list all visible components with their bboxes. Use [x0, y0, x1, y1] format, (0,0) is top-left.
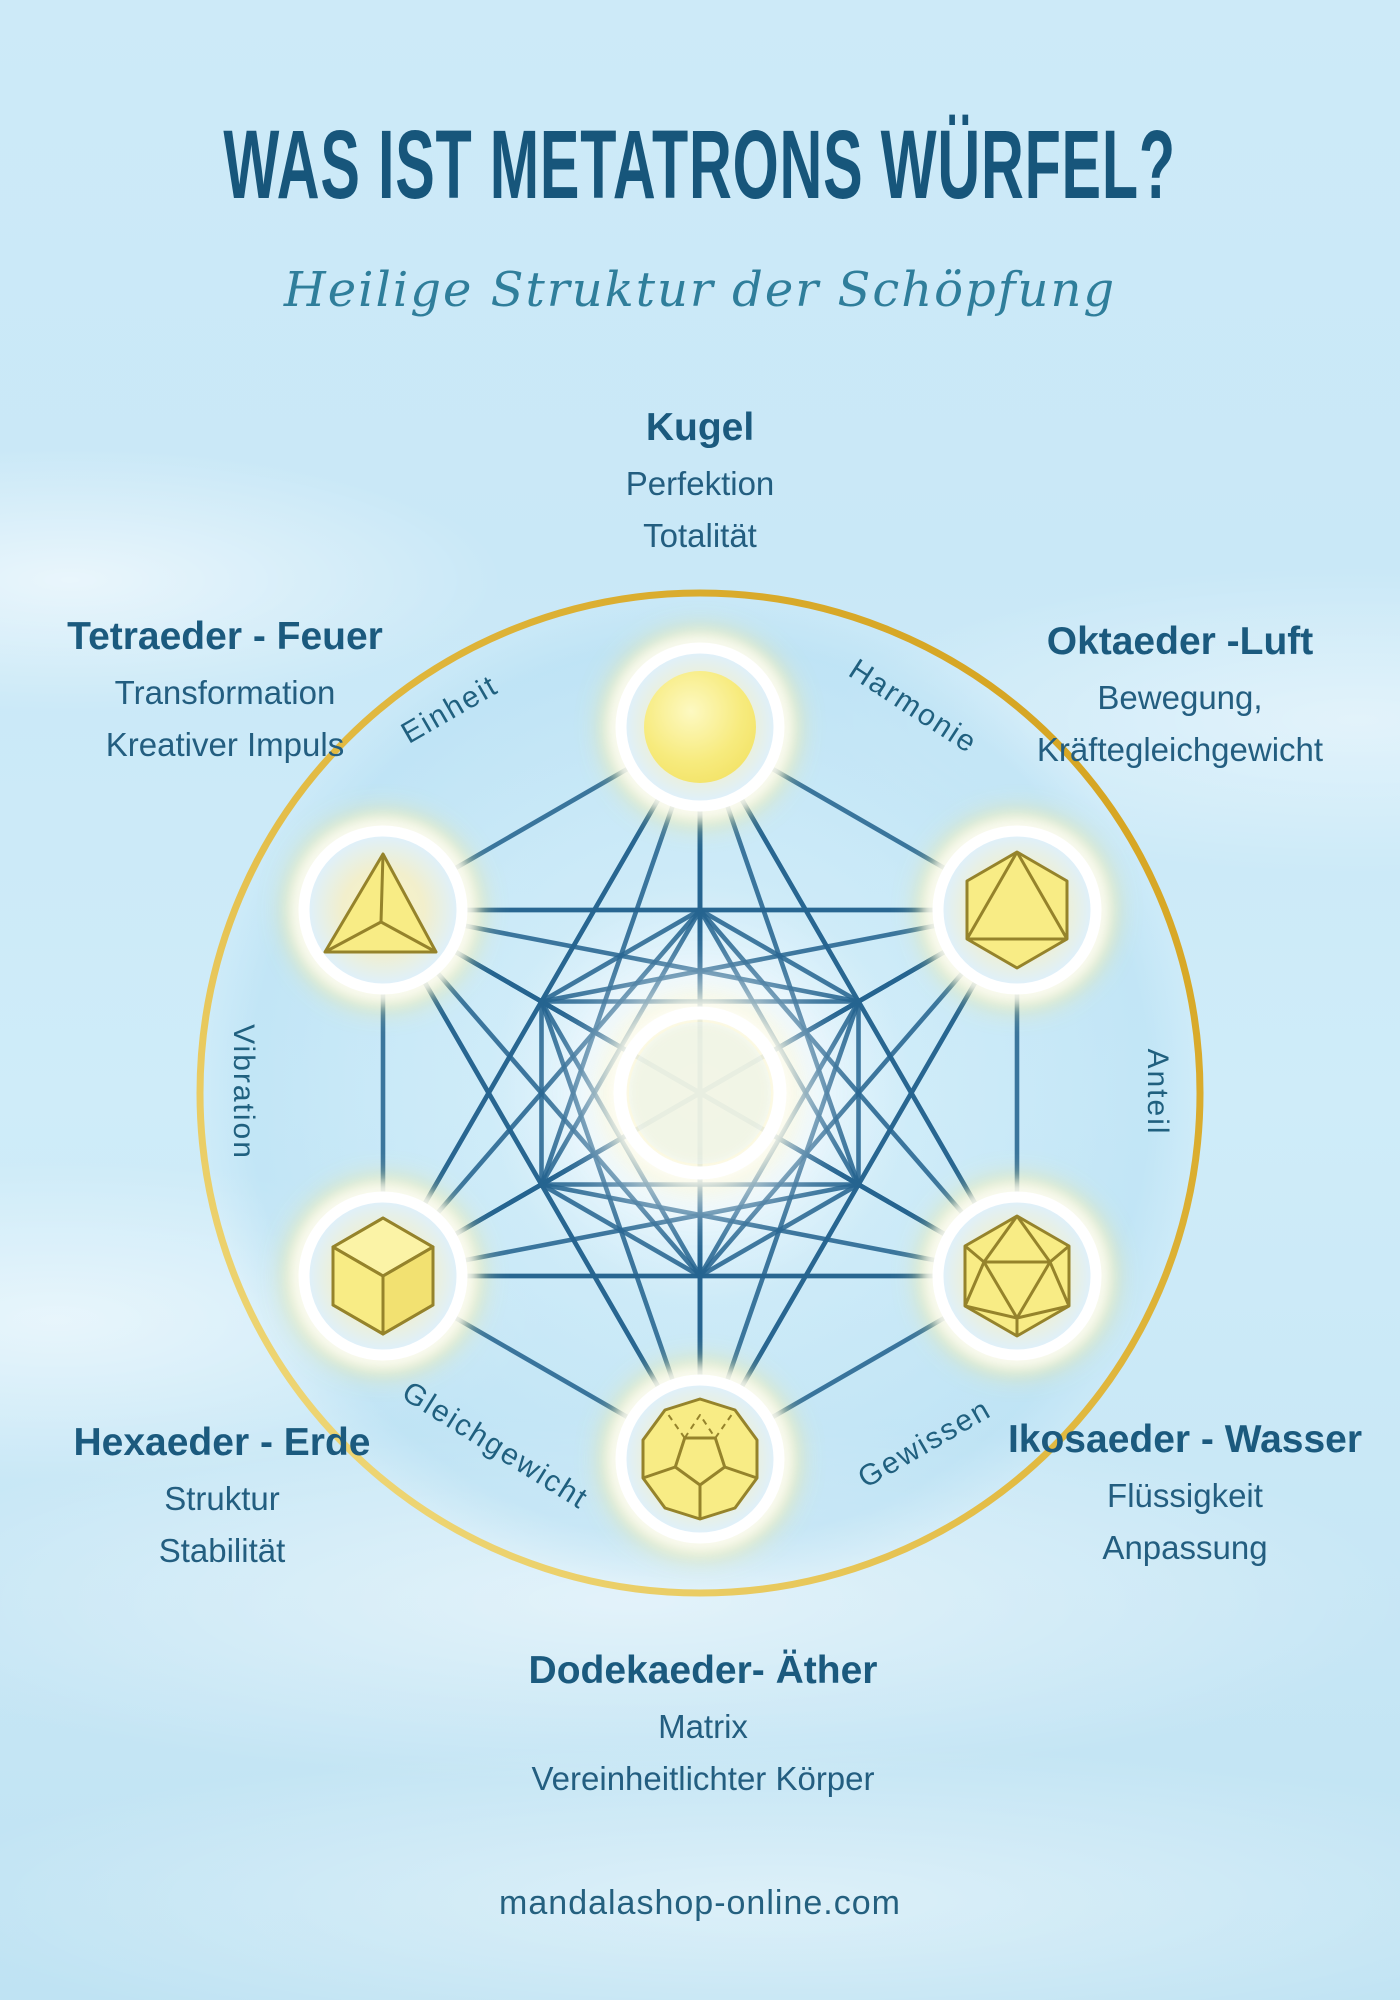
label-dodekaeder: Dodekaeder- Äther Matrix Vereinheitlicht… — [529, 1649, 878, 1799]
center-circle — [588, 981, 812, 1205]
label-hexaeder: Hexaeder - Erde Struktur Stabilität — [74, 1421, 371, 1571]
node-oktaeder — [921, 814, 1113, 1006]
page-title: WAS IST METATRONS WÜRFEL? — [223, 110, 1177, 220]
node-tetraeder — [287, 814, 479, 1006]
node-hexaeder — [287, 1180, 479, 1372]
node-ikosaeder — [921, 1180, 1113, 1372]
node-kugel — [604, 631, 796, 823]
label-tetraeder-line2: Kreativer Impuls — [105, 726, 345, 764]
icosahedron-icon — [963, 1214, 1071, 1338]
label-hexaeder-line1: Struktur — [164, 1479, 280, 1517]
label-ikosaeder-line1: Flüssigkeit — [1107, 1476, 1263, 1514]
label-kugel-title: Kugel — [645, 405, 755, 449]
footer-website: mandalashop-online.com — [499, 1884, 901, 1922]
label-dodekaeder-line1: Matrix — [658, 1707, 748, 1745]
label-oktaeder: Oktaeder -Luft Bewegung, Kräftegleichgew… — [1037, 620, 1323, 770]
label-ikosaeder-title: Ikosaeder - Wasser — [1007, 1417, 1363, 1461]
label-hexaeder-title: Hexaeder - Erde — [73, 1420, 371, 1464]
label-dodekaeder-title: Dodekaeder- Äther — [528, 1648, 878, 1692]
label-tetraeder-title: Tetraeder - Feuer — [67, 614, 383, 658]
label-dodekaeder-line2: Vereinheitlichter Körper — [531, 1760, 875, 1798]
ring-word-vibration: Vibration — [227, 1024, 260, 1160]
label-hexaeder-line2: Stabilität — [158, 1532, 286, 1570]
label-kugel-line1: Perfektion — [625, 464, 775, 502]
label-tetraeder: Tetraeder - Feuer Transformation Kreativ… — [67, 615, 383, 765]
label-ikosaeder-line2: Anpassung — [1102, 1529, 1268, 1567]
label-oktaeder-line1: Bewegung, — [1097, 678, 1263, 716]
octahedron-icon — [965, 850, 1069, 970]
label-ikosaeder: Ikosaeder - Wasser Flüssigkeit Anpassung — [1008, 1418, 1362, 1568]
tetrahedron-icon — [323, 852, 438, 954]
sphere-icon — [644, 671, 756, 783]
hexahedron-icon — [331, 1216, 435, 1336]
node-dodekaeder — [604, 1363, 796, 1555]
page-subtitle: Heilige Struktur der Schöpfung — [283, 262, 1117, 318]
label-kugel-line2: Totalität — [643, 517, 757, 555]
dodecahedron-icon — [641, 1397, 759, 1521]
label-oktaeder-title: Oktaeder -Luft — [1046, 619, 1314, 663]
ring-word-anteil: Anteil — [1141, 1048, 1174, 1136]
label-kugel: Kugel Perfektion Totalität — [626, 406, 775, 556]
label-tetraeder-line1: Transformation — [114, 673, 336, 711]
golden-circle — [196, 589, 1204, 1597]
label-oktaeder-line2: Kräftegleichgewicht — [1036, 731, 1324, 769]
